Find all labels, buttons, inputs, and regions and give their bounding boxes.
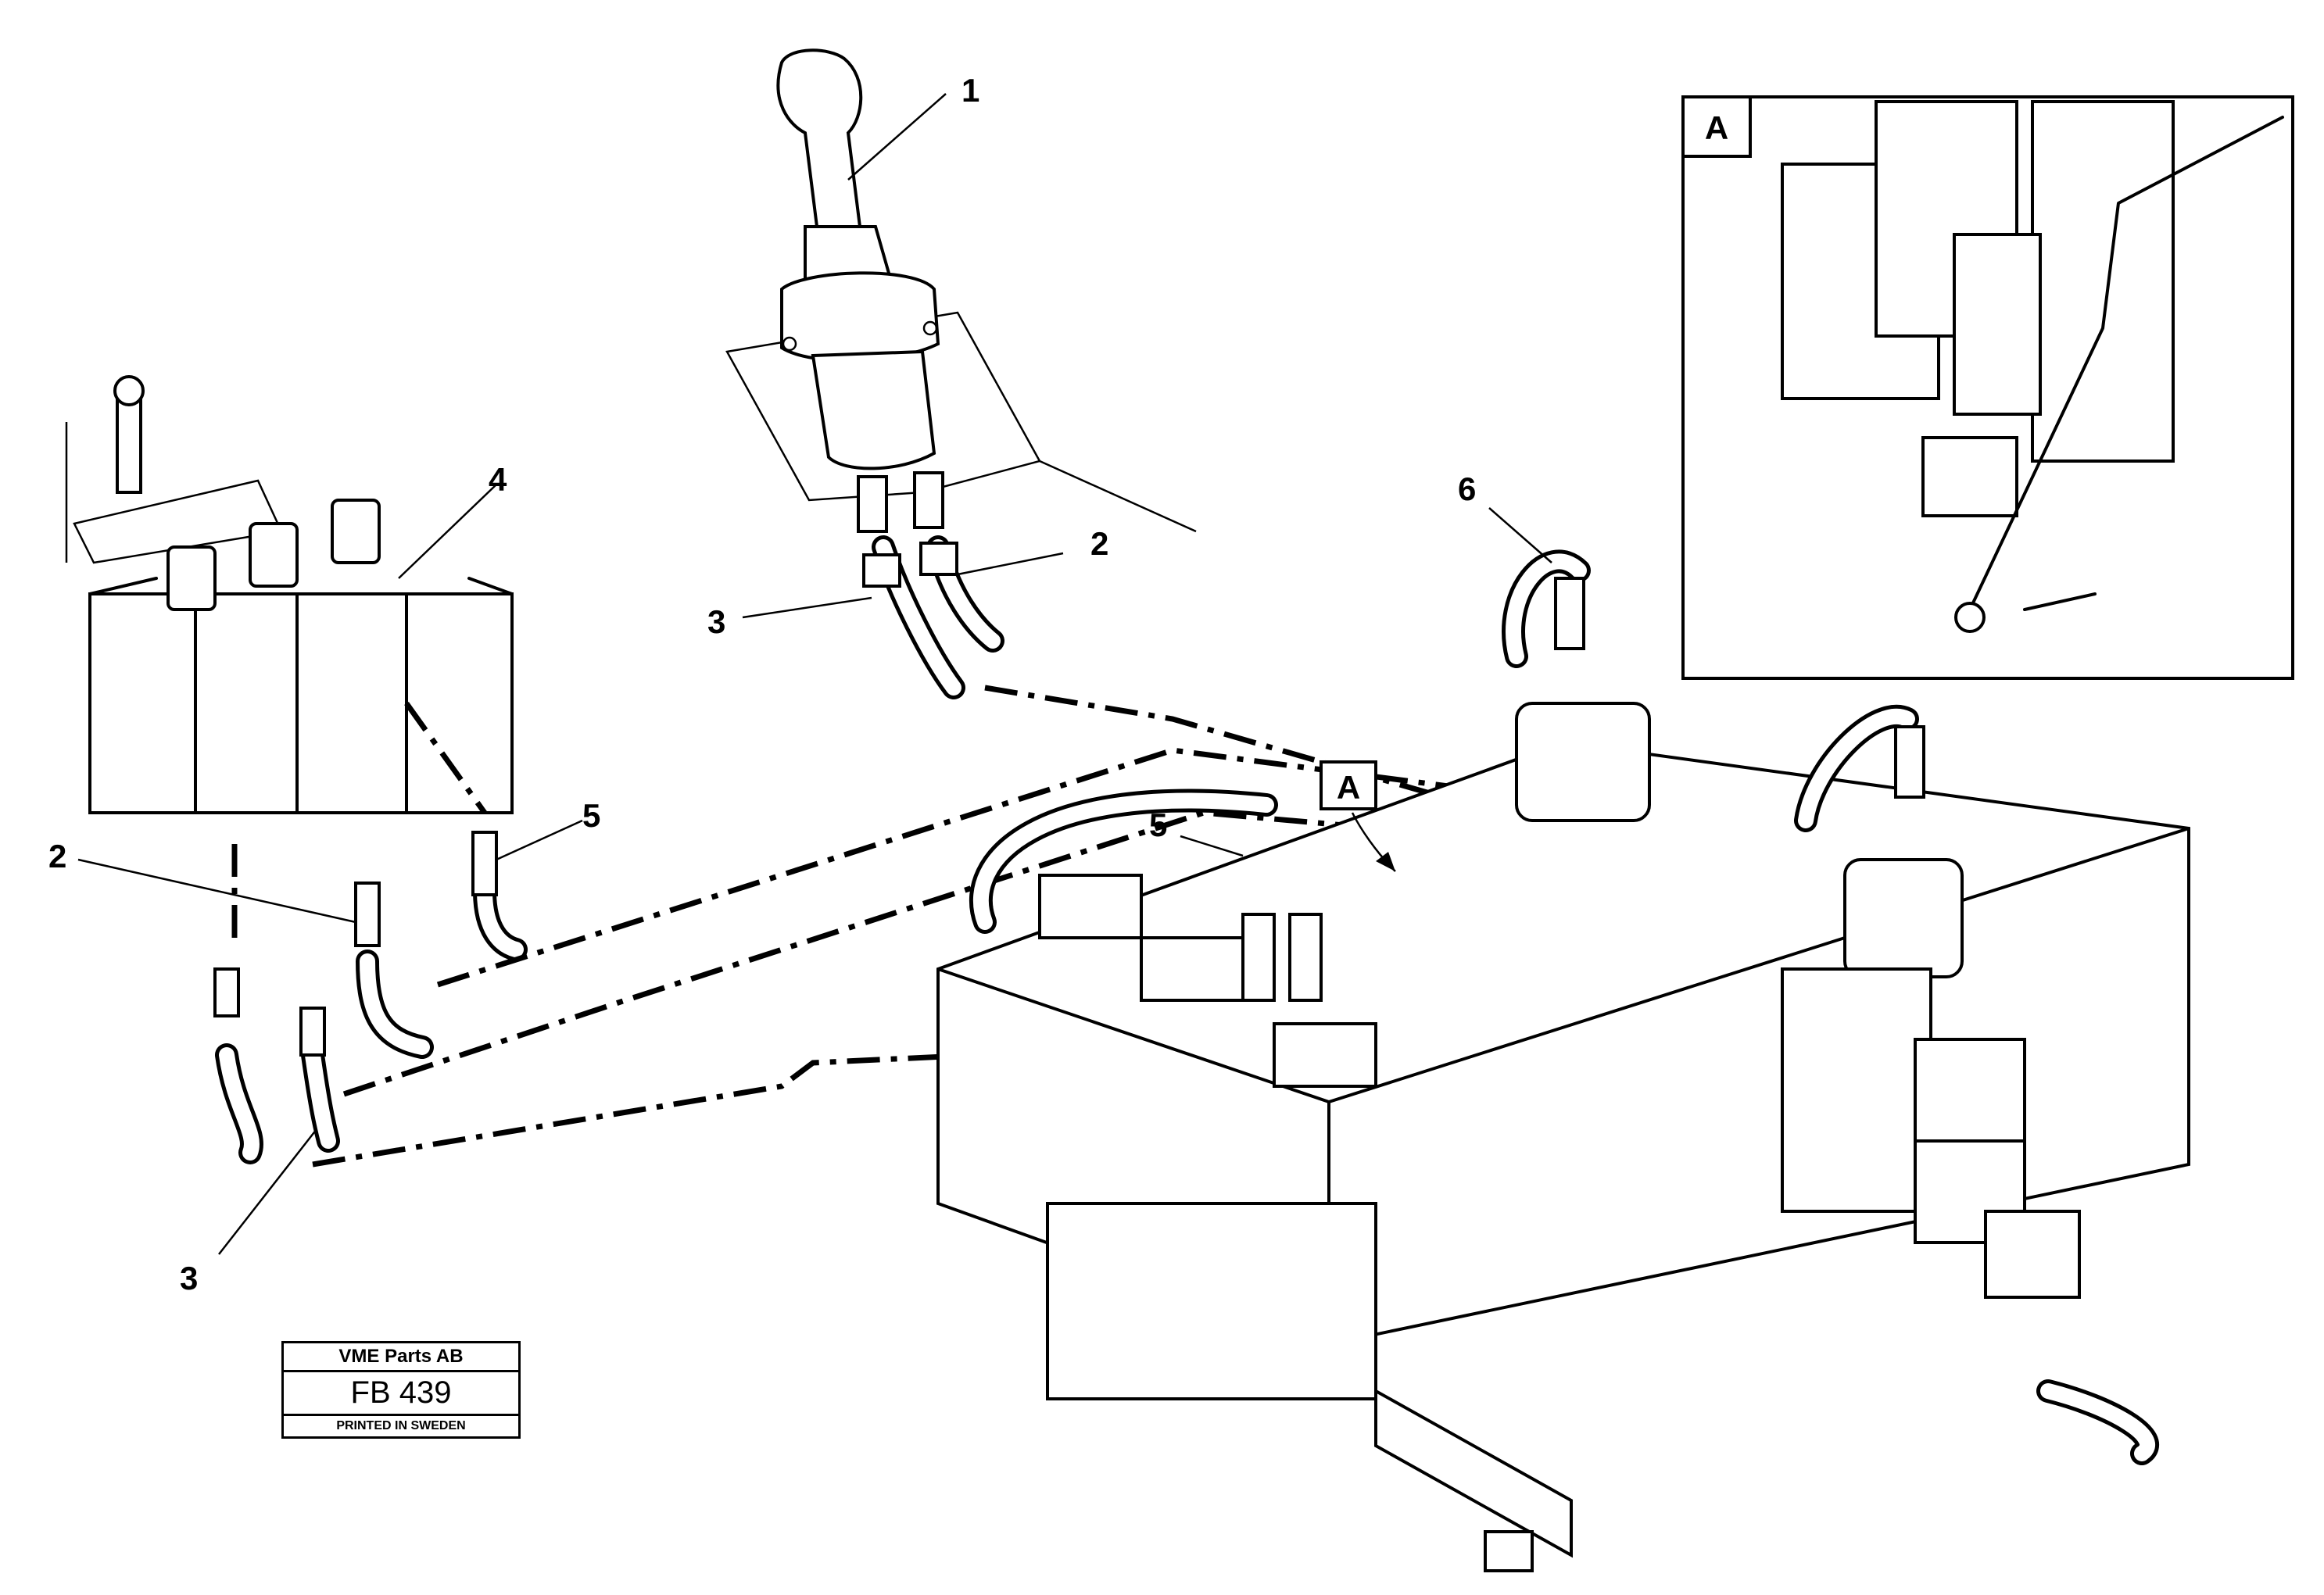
title-printed: PRINTED IN SWEDEN — [336, 1419, 466, 1432]
callout-6: 6 — [1458, 470, 1476, 507]
detail-a-label: A — [1705, 109, 1728, 146]
servo-joystick — [725, 48, 1197, 699]
callout-leaders — [77, 93, 1552, 1255]
callout-1: 1 — [961, 72, 979, 109]
callout-4: 4 — [489, 461, 507, 498]
detail-a-pointer: A — [1320, 760, 1396, 872]
left-hoses — [213, 831, 528, 1164]
callout-5-mid: 5 — [1149, 806, 1167, 843]
callout-2-top: 2 — [1090, 525, 1108, 562]
solenoid-caps — [167, 499, 381, 611]
title-block: VME Parts AB FB 439 PRINTED IN SWEDEN — [281, 1341, 521, 1439]
main-valve-housing — [936, 702, 2190, 1572]
callout-2-left: 2 — [48, 838, 66, 874]
control-valve-block — [65, 375, 514, 938]
title-company: VME Parts AB — [284, 1343, 518, 1372]
callout-3-top: 3 — [707, 603, 725, 640]
callout-3-left: 3 — [180, 1260, 198, 1296]
detail-a-inset: A — [1681, 95, 2294, 680]
callout-numbers: 1 2 3 4 2 5 3 5 6 — [48, 72, 1476, 1296]
mid-hoses — [969, 549, 2159, 1465]
title-code: FB 439 — [284, 1372, 518, 1416]
detail-a-ref: A — [1337, 769, 1360, 806]
callout-5-left: 5 — [582, 797, 600, 834]
